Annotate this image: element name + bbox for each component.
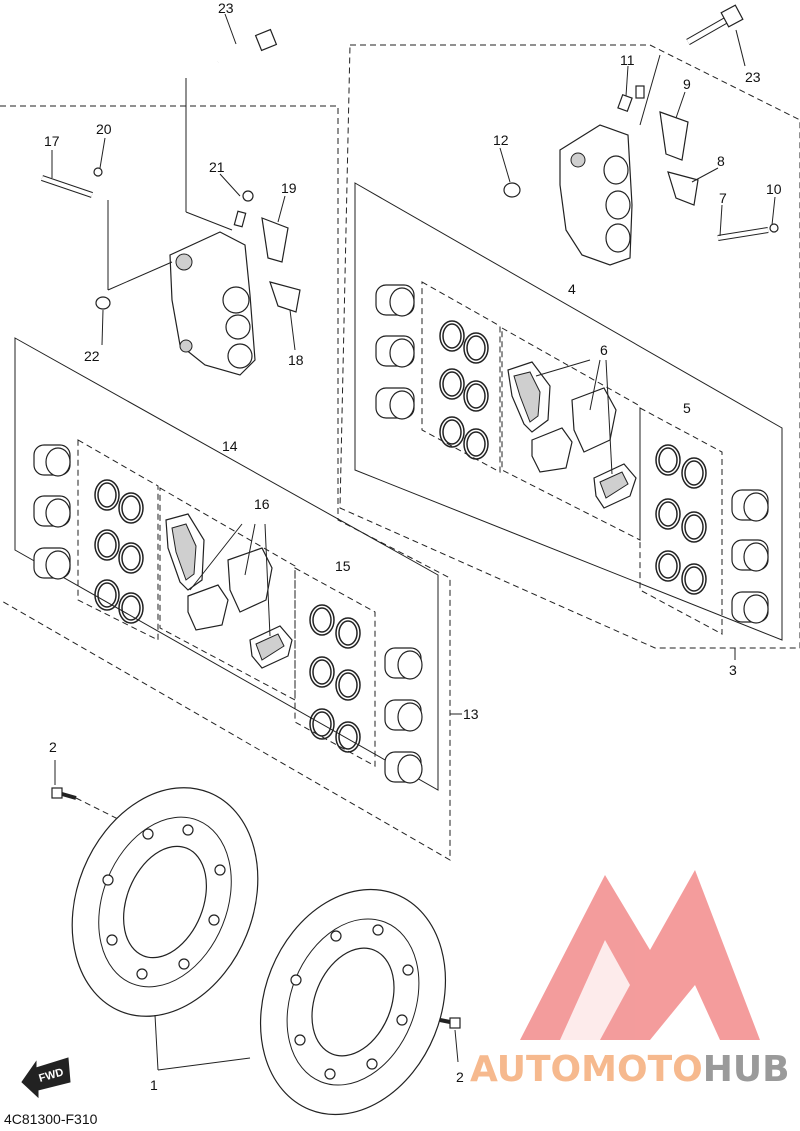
left-caliper <box>169 231 256 376</box>
seal-kit-frame-14 <box>14 337 439 791</box>
callout-3: 3 <box>729 662 737 678</box>
watermark-text-light: AUTOMOTO <box>470 1049 703 1090</box>
piston-kit-box-right-5 <box>639 407 723 635</box>
seal-kit-frame-4 <box>354 182 783 641</box>
callout-13: 13 <box>463 706 479 722</box>
piston-kit-box-left-a <box>77 439 159 641</box>
seals-right-a <box>439 320 489 460</box>
callout-6: 6 <box>600 342 608 358</box>
callout-leaders <box>51 13 776 1071</box>
callout-12: 12 <box>493 132 509 148</box>
callout-4: 4 <box>568 281 576 297</box>
callout-18: 18 <box>288 352 304 368</box>
callout-17: 17 <box>44 133 60 149</box>
pad-support-right <box>667 171 699 206</box>
callout-23-left: 23 <box>218 0 234 16</box>
clip-right <box>769 223 779 233</box>
pistons-left-outer <box>33 444 71 580</box>
bleed-screw-right <box>617 85 645 113</box>
callout-2-left: 2 <box>49 739 57 755</box>
callout-16: 16 <box>254 496 270 512</box>
left-caliper-group-box <box>0 105 451 861</box>
clip-left <box>93 167 103 177</box>
callout-21: 21 <box>209 159 225 175</box>
callout-2-right: 2 <box>456 1069 464 1085</box>
pad-support-left <box>269 281 301 313</box>
callout-14: 14 <box>222 438 238 454</box>
cap-right <box>503 182 521 198</box>
bleed-screw-left <box>233 190 254 228</box>
piston-kit-box-right-a <box>421 281 501 473</box>
seals-left-15 <box>309 604 361 753</box>
callout-20: 20 <box>96 121 112 137</box>
pad-kit-box-left-16 <box>159 487 296 701</box>
callout-15: 15 <box>335 558 351 574</box>
callout-7: 7 <box>719 190 727 206</box>
fwd-arrow-icon: FWD <box>21 1057 71 1099</box>
callout-19: 19 <box>281 180 297 196</box>
callout-9: 9 <box>683 76 691 92</box>
pad-pin-left <box>41 175 173 291</box>
callout-22: 22 <box>84 348 100 364</box>
cap-left <box>95 296 111 310</box>
disc-bolt-right <box>439 1017 461 1029</box>
watermark-text: AUTOMOTOHUB <box>470 1049 790 1090</box>
callout-23-right: 23 <box>745 69 761 85</box>
brake-disc-left <box>71 787 259 1017</box>
diagram-code: 4C81300-F310 <box>4 1111 98 1127</box>
pistons-left-inner <box>384 647 423 784</box>
callout-8: 8 <box>717 153 725 169</box>
callout-10: 10 <box>766 181 782 197</box>
callout-5: 5 <box>683 400 691 416</box>
brake-pads-left <box>165 513 293 669</box>
pad-pin-right <box>717 227 769 241</box>
pad-spring-right <box>659 111 689 161</box>
callout-1: 1 <box>150 1077 158 1093</box>
disc-bolt-left <box>51 787 121 821</box>
brake-pads-right <box>507 361 637 509</box>
right-caliper <box>559 124 633 266</box>
seals-right-5 <box>655 444 707 595</box>
callout-11: 11 <box>620 52 635 68</box>
pad-spring-left <box>261 217 289 263</box>
watermark-logo-icon <box>520 870 760 1040</box>
seals-left-a <box>94 479 144 624</box>
pistons-right-outer <box>375 284 415 420</box>
brake-disc-right <box>259 888 447 1116</box>
caliper-bolt-left <box>185 28 278 231</box>
pistons-right-inner <box>731 489 769 624</box>
right-caliper-group-box <box>339 44 800 649</box>
watermark-text-dark: HUB <box>703 1049 790 1090</box>
pad-kit-box-right-6 <box>501 327 641 541</box>
piston-kit-box-left-15 <box>294 567 376 767</box>
caliper-bolt-right <box>639 4 744 126</box>
